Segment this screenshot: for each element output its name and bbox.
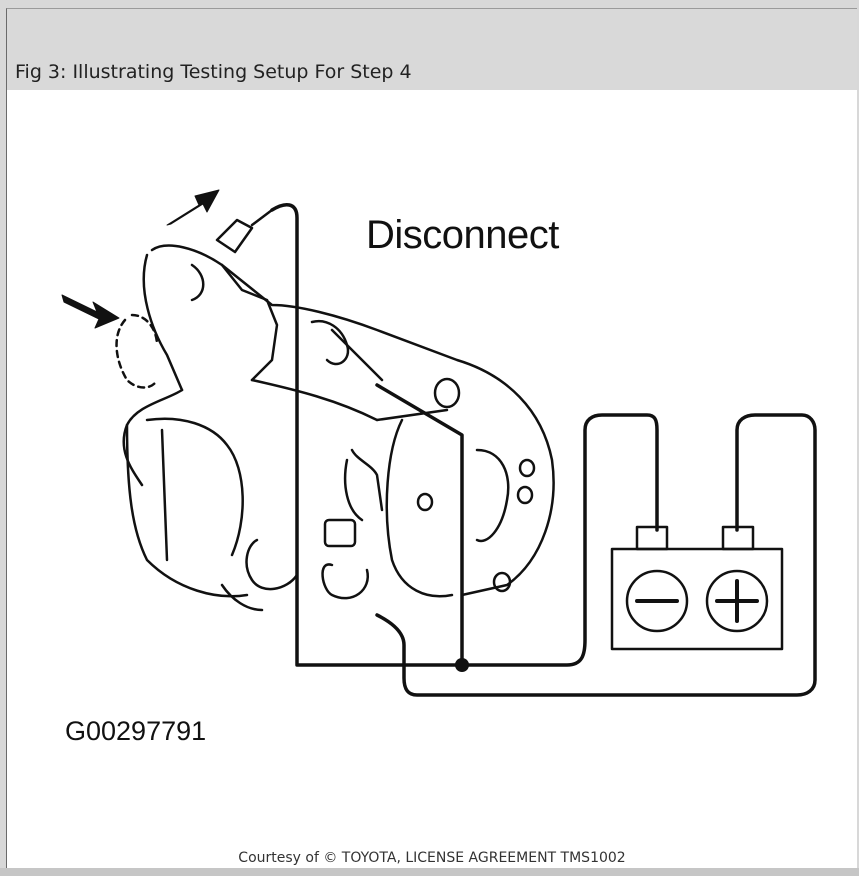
- arrow-to-plug: [166, 189, 220, 226]
- wiring-diagram: Disconnect G00297791 Courtesy of © TOYOT…: [7, 90, 857, 869]
- arrow-to-gear: [61, 294, 120, 329]
- disconnected-plug-illustration: [215, 208, 274, 254]
- test-wiring: [270, 203, 817, 697]
- courtesy-credit: Courtesy of © TOYOTA, LICENSE AGREEMENT …: [238, 850, 626, 866]
- battery-minus-circle: [625, 569, 689, 633]
- starter-motor-illustration: [122, 244, 555, 612]
- battery-illustration: [610, 525, 784, 651]
- battery-negative-post: [635, 525, 669, 551]
- battery-body: [610, 547, 784, 651]
- figure-caption: Fig 3: Illustrating Testing Setup For St…: [15, 61, 412, 83]
- pinion-gear-illustration: [115, 313, 159, 389]
- disconnect-label: Disconnect: [366, 213, 559, 257]
- image-code-label: G00297791: [65, 716, 207, 746]
- bottom-scroll-strip: [0, 868, 859, 876]
- junction-dot: [455, 658, 469, 672]
- diagram-svg: [61, 189, 817, 697]
- caption-bar: Fig 3: Illustrating Testing Setup For St…: [7, 9, 857, 90]
- battery-plus-circle: [705, 569, 769, 633]
- figure-frame: Fig 3: Illustrating Testing Setup For St…: [6, 8, 857, 869]
